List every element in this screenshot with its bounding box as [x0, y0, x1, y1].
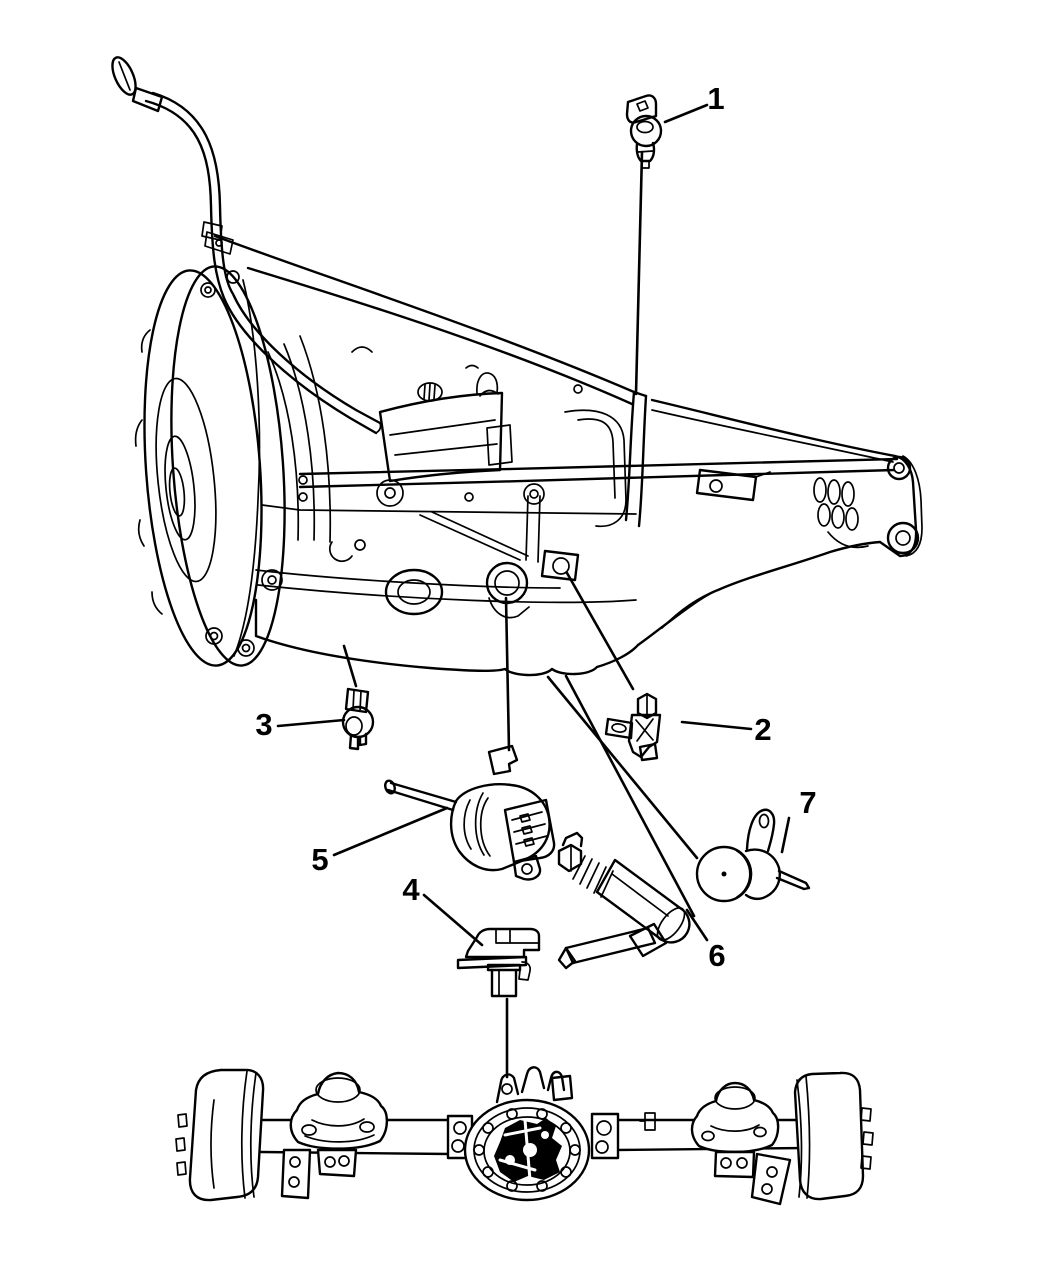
callout-1-leader-1 — [663, 103, 709, 124]
callout-1-leader-2 — [634, 150, 644, 396]
part-3-sensor — [341, 687, 375, 751]
callout-2-leader-1 — [680, 720, 753, 731]
part-5-range-sensor — [384, 744, 556, 881]
extension-housing — [636, 398, 923, 647]
callout-3-leader-2 — [342, 644, 358, 688]
spring-perch-right — [690, 1081, 780, 1154]
callout-5-leader-1 — [332, 806, 449, 857]
callout-7-leader-2 — [546, 675, 699, 860]
callout-6-leader-1 — [685, 908, 709, 942]
sensor-parts — [341, 94, 811, 998]
callout-3-label: 3 — [255, 707, 272, 742]
bell-housing — [134, 265, 286, 667]
brake-drum-left — [175, 1068, 265, 1202]
rear-axle-assembly — [175, 1066, 874, 1206]
part-4-sensor — [456, 927, 541, 998]
callout-3-leader-1 — [276, 718, 346, 728]
callout-4-label: 4 — [402, 872, 420, 907]
shackle-brackets-right — [713, 1150, 792, 1206]
callout-4-leader-1 — [422, 893, 484, 947]
callout-2-label: 2 — [754, 712, 771, 747]
part-7-modulator — [695, 808, 811, 903]
brake-drum-right — [793, 1071, 874, 1201]
callout-2-leader-2 — [565, 571, 635, 691]
transmission-case — [213, 234, 899, 677]
callout-6-leader-2 — [564, 674, 696, 918]
shackle-brackets-left — [280, 1148, 358, 1200]
spring-perch-left — [289, 1071, 389, 1150]
callout-1-label: 1 — [707, 81, 724, 116]
callout-7-leader-1 — [780, 816, 791, 854]
part-1-sensor — [625, 94, 663, 169]
brake-line-clip — [639, 1112, 656, 1131]
callout-5-label: 5 — [311, 842, 328, 877]
transmission-assembly — [111, 56, 923, 677]
differential — [446, 1066, 620, 1202]
callouts: 1 2 3 4 5 6 7 — [255, 81, 817, 1079]
dipstick-tube — [111, 56, 382, 435]
callout-6-label: 6 — [708, 938, 725, 973]
callout-7-label: 7 — [799, 785, 816, 820]
part-6-solenoid — [557, 831, 691, 970]
part-2-sensor — [604, 692, 662, 762]
callout-5-leader-2 — [504, 596, 511, 752]
